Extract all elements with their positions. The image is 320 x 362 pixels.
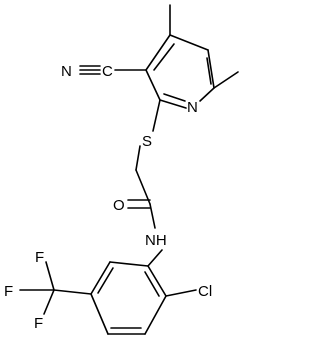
bond: [144, 295, 167, 335]
bond: [43, 289, 55, 315]
molecule-structure: N C N S O NH Cl F F F: [4, 4, 239, 335]
bond: [97, 267, 114, 294]
atom-label-fluorine-bottom: F: [34, 315, 43, 332]
bond: [90, 261, 111, 295]
bond: [199, 87, 215, 102]
atom-label-pyridine-n: N: [187, 99, 198, 116]
bond: [207, 49, 215, 89]
bond: [169, 34, 209, 51]
bond: [53, 289, 92, 295]
bond: [165, 289, 197, 297]
bond: [152, 99, 161, 132]
bond: [147, 265, 167, 297]
bond: [147, 249, 163, 267]
atom-labels: N C N S O NH Cl F F F: [4, 63, 212, 332]
atom-label-sulfur: S: [142, 133, 152, 150]
atom-label-nitrile-n: N: [61, 63, 72, 80]
bond: [153, 43, 175, 71]
bond: [159, 99, 187, 109]
bond: [45, 261, 55, 291]
bond: [135, 145, 141, 171]
bond: [213, 71, 239, 89]
atom-label-fluorine-left: F: [4, 283, 13, 300]
bond: [145, 69, 161, 101]
bond: [163, 93, 186, 102]
bond-lines: [19, 4, 239, 335]
bond: [144, 271, 160, 297]
bond: [149, 203, 156, 229]
bond: [135, 169, 151, 205]
atom-label-nitrile-c: C: [102, 63, 113, 80]
atom-label-oxygen: O: [113, 197, 125, 214]
bond: [109, 261, 149, 267]
atom-label-amide-nh: NH: [145, 232, 167, 249]
bond: [90, 293, 109, 335]
bond: [145, 34, 171, 71]
atom-label-fluorine-top: F: [35, 249, 44, 266]
atom-label-chlorine: Cl: [198, 283, 212, 300]
bond: [206, 57, 212, 85]
